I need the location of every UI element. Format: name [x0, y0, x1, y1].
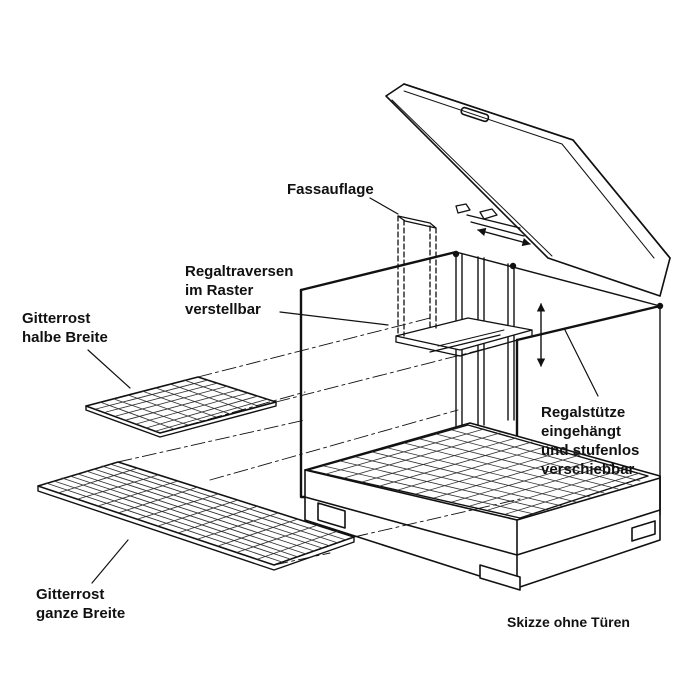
label-line: Gitterrost: [22, 310, 91, 327]
lid-handle-icon: [460, 106, 490, 123]
sump-base: [304, 422, 661, 591]
label-line: verschiebbar: [541, 461, 635, 478]
label-regalstuetze: Regalstütze eingehängt und stufenlos ver…: [541, 403, 639, 479]
label-line: verstellbar: [185, 301, 261, 318]
label-line: Regalstütze: [541, 404, 626, 421]
label-line: Fassauflage: [287, 181, 374, 198]
label-line: im Raster: [185, 282, 254, 299]
label-line: ganze Breite: [36, 605, 126, 622]
label-regaltraversen: Regaltraversen im Raster verstellbar: [185, 262, 293, 319]
grating-half-width: [85, 376, 277, 438]
horizontal-adjust-arrow: [477, 227, 531, 247]
label-line: Gitterrost: [36, 586, 105, 603]
caption-skizze-ohne-tueren: Skizze ohne Türen: [507, 613, 630, 632]
lid: [385, 83, 671, 297]
label-line: und stufenlos: [541, 442, 640, 459]
cabinet-floor-grating: [307, 424, 649, 519]
drum-rests: [397, 203, 525, 337]
adjust-arrows: [477, 227, 546, 367]
caption-text: Skizze ohne Türen: [507, 614, 630, 630]
shelf-traverse: [395, 317, 533, 357]
label-gitterrost-ganze-breite: Gitterrost ganze Breite: [36, 585, 125, 623]
label-line: halbe Breite: [22, 329, 108, 346]
leader-lines: [87, 197, 599, 584]
projection-lines: [117, 317, 521, 566]
label-line: eingehängt: [541, 423, 622, 440]
label-gitterrost-halbe-breite: Gitterrost halbe Breite: [22, 309, 108, 347]
label-line: Regaltraversen: [185, 263, 294, 280]
label-fassauflage: Fassauflage: [287, 180, 374, 199]
